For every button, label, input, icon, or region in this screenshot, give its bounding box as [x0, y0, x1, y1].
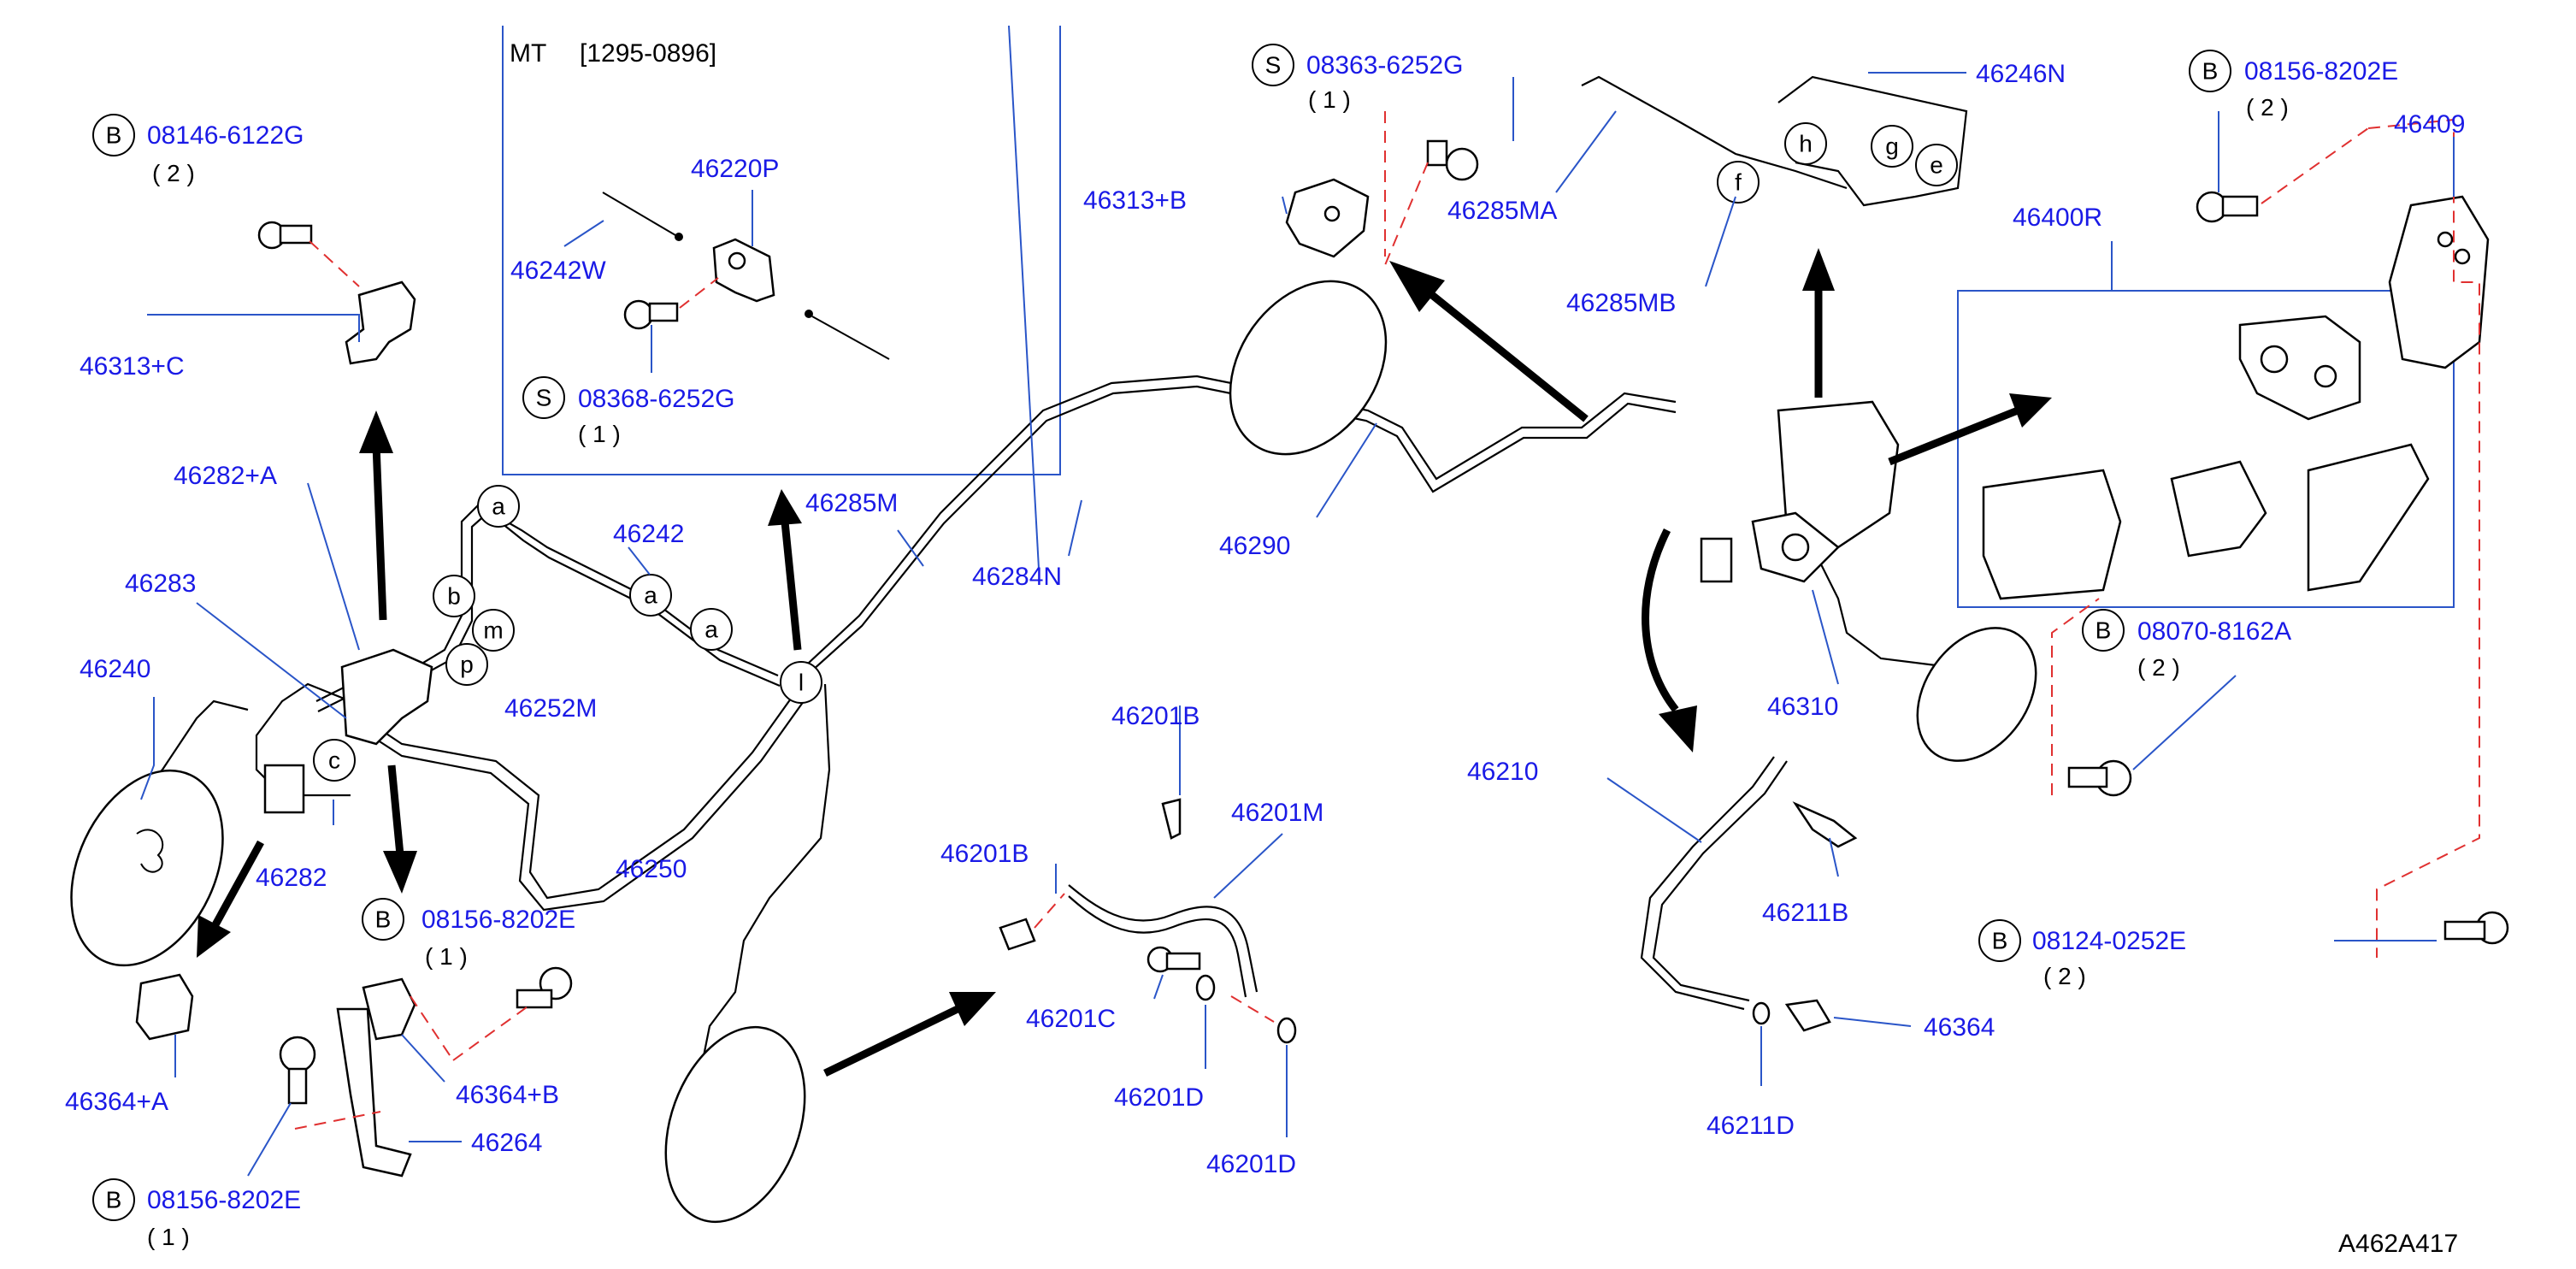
part-label: 46201M [1231, 799, 1323, 827]
conn-a-3: a [704, 617, 718, 643]
part-label: 46409 [2394, 110, 2465, 139]
part-label: 46246N [1976, 60, 2066, 88]
brake-disc-icon [1229, 280, 1388, 456]
brake-disc-icon [664, 1025, 806, 1224]
part-label: 46201C [1026, 1005, 1116, 1033]
fastener-b-2: B [375, 906, 392, 933]
quantity: ( 2 ) [2043, 963, 2086, 989]
part-label: 46211B [1762, 899, 1848, 927]
part-label: 08156-8202E [421, 906, 575, 934]
part-label: 46201D [1206, 1150, 1296, 1178]
fastener-s-2: S [1265, 52, 1282, 79]
part-label: 08156-8202E [2244, 57, 2398, 86]
part-label: 46264 [471, 1129, 542, 1157]
part-label: 46285M [805, 489, 898, 517]
conn-l: l [799, 670, 804, 696]
conn-h: h [1799, 131, 1813, 157]
quantity: ( 2 ) [152, 160, 195, 186]
bracket-icon [345, 280, 416, 365]
valve-icon [1700, 400, 1900, 583]
conn-b: b [447, 583, 461, 610]
part-label: 08070-8162A [2137, 617, 2291, 646]
connection-markers: a b m p c a a l h g e f [313, 122, 1958, 782]
part-label: 46210 [1467, 758, 1538, 786]
quantity: ( 1 ) [425, 943, 468, 970]
part-label: 46284N [972, 563, 1062, 591]
part-label: 46283 [125, 570, 196, 598]
part-label: 46310 [1767, 693, 1838, 721]
quantity: ( 1 ) [1308, 86, 1351, 113]
part-label: 46220P [691, 155, 779, 183]
part-label: 46201B [940, 840, 1029, 868]
quantity: ( 1 ) [578, 421, 621, 447]
inset-title: MT [510, 39, 546, 68]
part-label: 46242 [613, 520, 684, 548]
part-label: 46250 [616, 855, 687, 883]
bracket-icon [2388, 195, 2490, 369]
bolt-icon [2443, 911, 2509, 945]
conn-g: g [1885, 133, 1899, 160]
bolt-icon [2196, 191, 2259, 223]
part-label: 08363-6252G [1306, 51, 1464, 80]
part-label: 46290 [1219, 532, 1290, 560]
bolt-icon [1426, 139, 1479, 181]
fastener-b-3: B [106, 1187, 122, 1213]
conn-a-1: a [492, 493, 505, 520]
bolt-icon [1147, 946, 1201, 973]
bolt-icon [2067, 759, 2132, 797]
part-label: 46313+C [80, 352, 185, 381]
fastener-b-4: B [2202, 58, 2219, 85]
inset-range: [1295-0896] [580, 39, 716, 68]
clip-icon [999, 918, 1036, 951]
part-label: 46364+A [65, 1088, 168, 1116]
brake-disc-icon [70, 769, 224, 967]
part-label: 46201B [1111, 702, 1200, 730]
conn-p: p [460, 652, 474, 678]
conn-m: m [483, 617, 503, 644]
mt-inset-box: MT [1295-0896] [502, 26, 1061, 475]
fastener-b-6: B [1992, 928, 2008, 954]
part-label: 08156-8202E [147, 1186, 301, 1214]
part-label: 46313+B [1083, 186, 1187, 215]
leader-lines [140, 25, 2455, 1177]
part-labels: 08146-6122G 46313+C 46282+A 46283 46240 … [65, 51, 2465, 1214]
part-label: 46282+A [174, 462, 277, 490]
direction-arrows [197, 248, 2052, 1077]
bolt-icon [516, 966, 573, 1009]
part-label: 46252M [504, 694, 597, 723]
bolt-icon [623, 299, 679, 330]
part-label: 46285MB [1566, 289, 1676, 317]
figure-code: A462A417 [2338, 1230, 2458, 1258]
conn-a-2: a [644, 582, 657, 609]
bolt-icon [257, 221, 313, 250]
part-label: 46400R [2013, 204, 2102, 232]
part-label: 46364+B [456, 1081, 559, 1109]
quantity: ( 2 ) [2137, 654, 2180, 681]
quantity-labels: ( 2 ) ( 1 ) ( 1 ) ( 1 ) ( 1 ) ( 2 ) ( 2 … [147, 86, 2289, 1250]
part-label: 08124-0252E [2032, 927, 2186, 955]
fastener-s-1: S [536, 385, 552, 411]
part-label: 08368-6252G [578, 385, 735, 413]
conn-c: c [328, 747, 340, 774]
bolt-icon [279, 1036, 316, 1105]
part-label: 46201D [1114, 1083, 1204, 1112]
part-label: 46211D [1707, 1112, 1795, 1140]
part-label: 46285MA [1447, 197, 1557, 225]
fastener-markers: B B B S S B B B [92, 44, 2231, 1221]
part-label: 46364 [1924, 1013, 1995, 1042]
part-label: 46282 [256, 864, 327, 892]
conn-e: e [1930, 152, 1943, 179]
brake-disc-icon [1916, 627, 2037, 762]
conn-f: f [1735, 169, 1742, 196]
components [70, 75, 2509, 1224]
part-label: 08146-6122G [147, 121, 304, 150]
fastener-b-5: B [2096, 617, 2112, 644]
quantity: ( 2 ) [2246, 94, 2289, 121]
quantity: ( 1 ) [147, 1224, 190, 1250]
part-label: 46242W [510, 257, 606, 285]
fastener-b-1: B [106, 122, 122, 149]
part-label: 46240 [80, 655, 150, 683]
